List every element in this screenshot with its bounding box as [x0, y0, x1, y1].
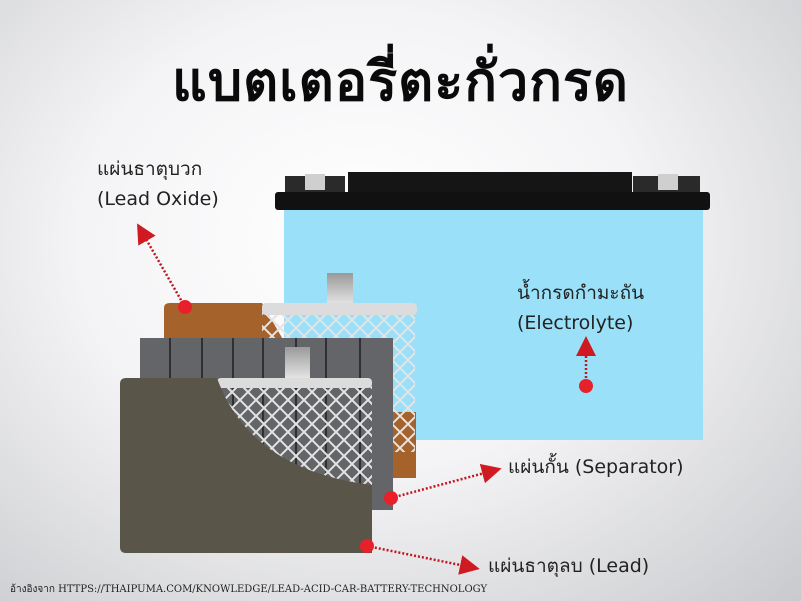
page-title: แบตเตอรี่ตะกั่วกรด: [172, 50, 629, 113]
source-citation: อ้างอิงจาก HTTPS://THAIPUMA.COM/KNOWLEDG…: [10, 584, 488, 595]
negative-plate-label: แผ่นธาตุลบ (Lead): [488, 555, 650, 577]
separator-label: แผ่นกั้น (Separator): [508, 456, 684, 478]
pointers: [137, 223, 596, 575]
negative-plate: [120, 347, 372, 553]
electrolyte-label: น้ำกรดกำมะถัน (Electrolyte): [517, 282, 645, 334]
markers: [178, 300, 593, 553]
positive-plate-label: แผ่นธาตุบวก (Lead Oxide): [97, 158, 219, 210]
battery-lid: [275, 192, 710, 210]
